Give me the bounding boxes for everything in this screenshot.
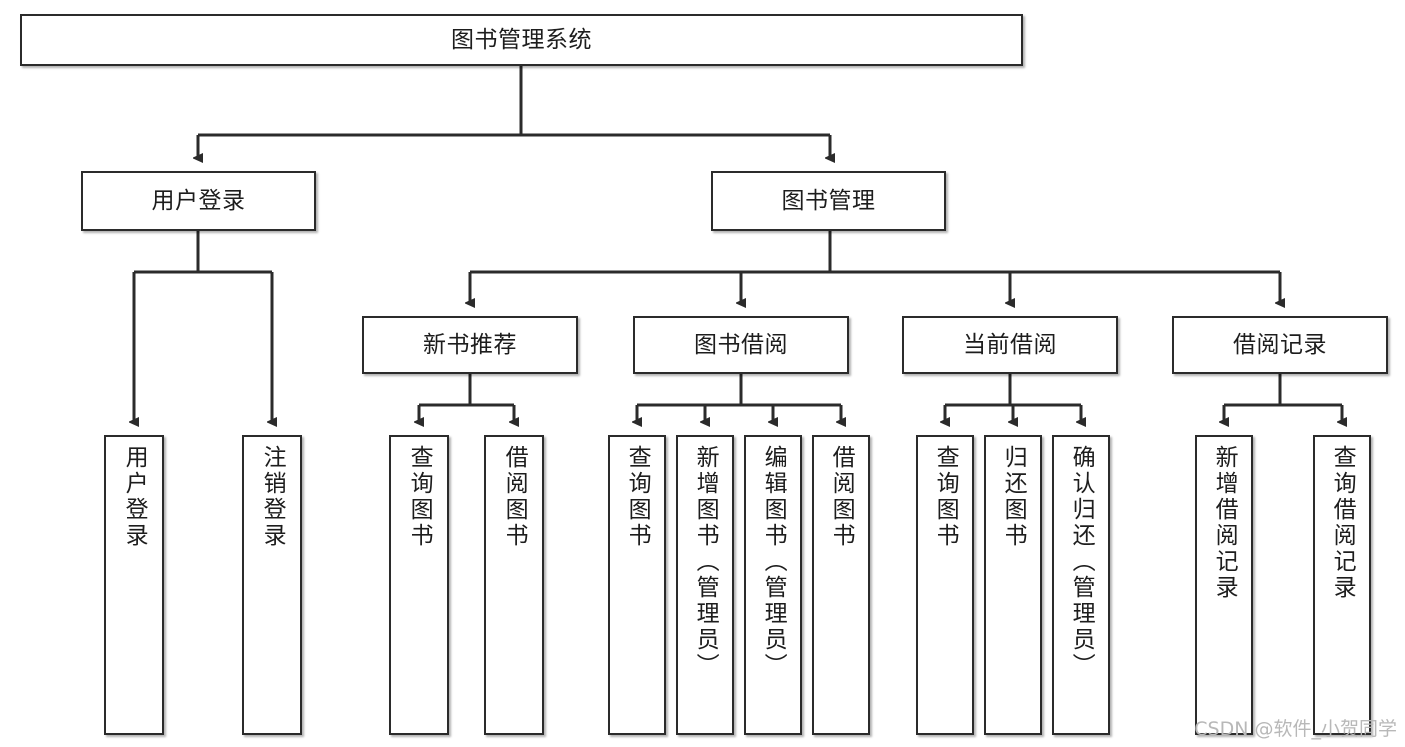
- node-leaf-borrow-book-1-label: 借阅图书: [501, 445, 528, 549]
- node-leaf-borrow-book-1[interactable]: 借阅图书: [484, 435, 544, 735]
- node-leaf-query-record[interactable]: 查询借阅记录: [1313, 435, 1371, 735]
- node-leaf-return-book[interactable]: 归还图书: [984, 435, 1042, 735]
- node-book-manage[interactable]: 图书管理: [711, 171, 946, 231]
- node-root-label: 图书管理系统: [451, 26, 592, 53]
- node-leaf-logout-label: 注销登录: [259, 445, 286, 549]
- node-book-borrow-label: 图书借阅: [694, 331, 788, 358]
- node-book-borrow[interactable]: 图书借阅: [633, 316, 849, 374]
- node-leaf-add-record[interactable]: 新增借阅记录: [1195, 435, 1253, 735]
- node-root[interactable]: 图书管理系统: [20, 14, 1023, 66]
- node-leaf-add-book[interactable]: 新增图书（管理员）: [676, 435, 734, 735]
- node-leaf-borrow-book-2-label: 借阅图书: [828, 445, 855, 549]
- node-new-book-recommend-label: 新书推荐: [423, 331, 517, 358]
- node-leaf-edit-book-label: 编辑图书（管理员）: [760, 445, 787, 679]
- node-leaf-confirm-return[interactable]: 确认归还（管理员）: [1052, 435, 1110, 735]
- node-leaf-query-book-1[interactable]: 查询图书: [389, 435, 449, 735]
- node-leaf-borrow-book-2[interactable]: 借阅图书: [812, 435, 870, 735]
- node-leaf-query-book-3-label: 查询图书: [932, 445, 959, 549]
- node-leaf-confirm-return-label: 确认归还（管理员）: [1068, 445, 1095, 679]
- node-leaf-query-book-2-label: 查询图书: [624, 445, 651, 549]
- node-new-book-recommend[interactable]: 新书推荐: [362, 316, 578, 374]
- node-user-login-label: 用户登录: [151, 187, 246, 214]
- csdn-watermark: CSDN @软件_小贺同学: [1194, 718, 1397, 740]
- node-leaf-return-book-label: 归还图书: [1000, 445, 1027, 549]
- node-leaf-add-book-label: 新增图书（管理员）: [692, 445, 719, 679]
- node-leaf-query-book-2[interactable]: 查询图书: [608, 435, 666, 735]
- node-book-manage-label: 图书管理: [781, 187, 876, 214]
- node-leaf-query-book-3[interactable]: 查询图书: [916, 435, 974, 735]
- node-leaf-user-login-label: 用户登录: [121, 445, 148, 549]
- node-current-borrow-label: 当前借阅: [963, 331, 1057, 358]
- node-leaf-add-record-label: 新增借阅记录: [1211, 445, 1238, 601]
- node-user-login[interactable]: 用户登录: [81, 171, 316, 231]
- node-leaf-query-book-1-label: 查询图书: [406, 445, 433, 549]
- node-borrow-record[interactable]: 借阅记录: [1172, 316, 1388, 374]
- node-leaf-query-record-label: 查询借阅记录: [1329, 445, 1356, 601]
- node-leaf-logout[interactable]: 注销登录: [242, 435, 302, 735]
- node-leaf-user-login[interactable]: 用户登录: [104, 435, 164, 735]
- node-borrow-record-label: 借阅记录: [1233, 331, 1327, 358]
- node-leaf-edit-book[interactable]: 编辑图书（管理员）: [744, 435, 802, 735]
- node-current-borrow[interactable]: 当前借阅: [902, 316, 1118, 374]
